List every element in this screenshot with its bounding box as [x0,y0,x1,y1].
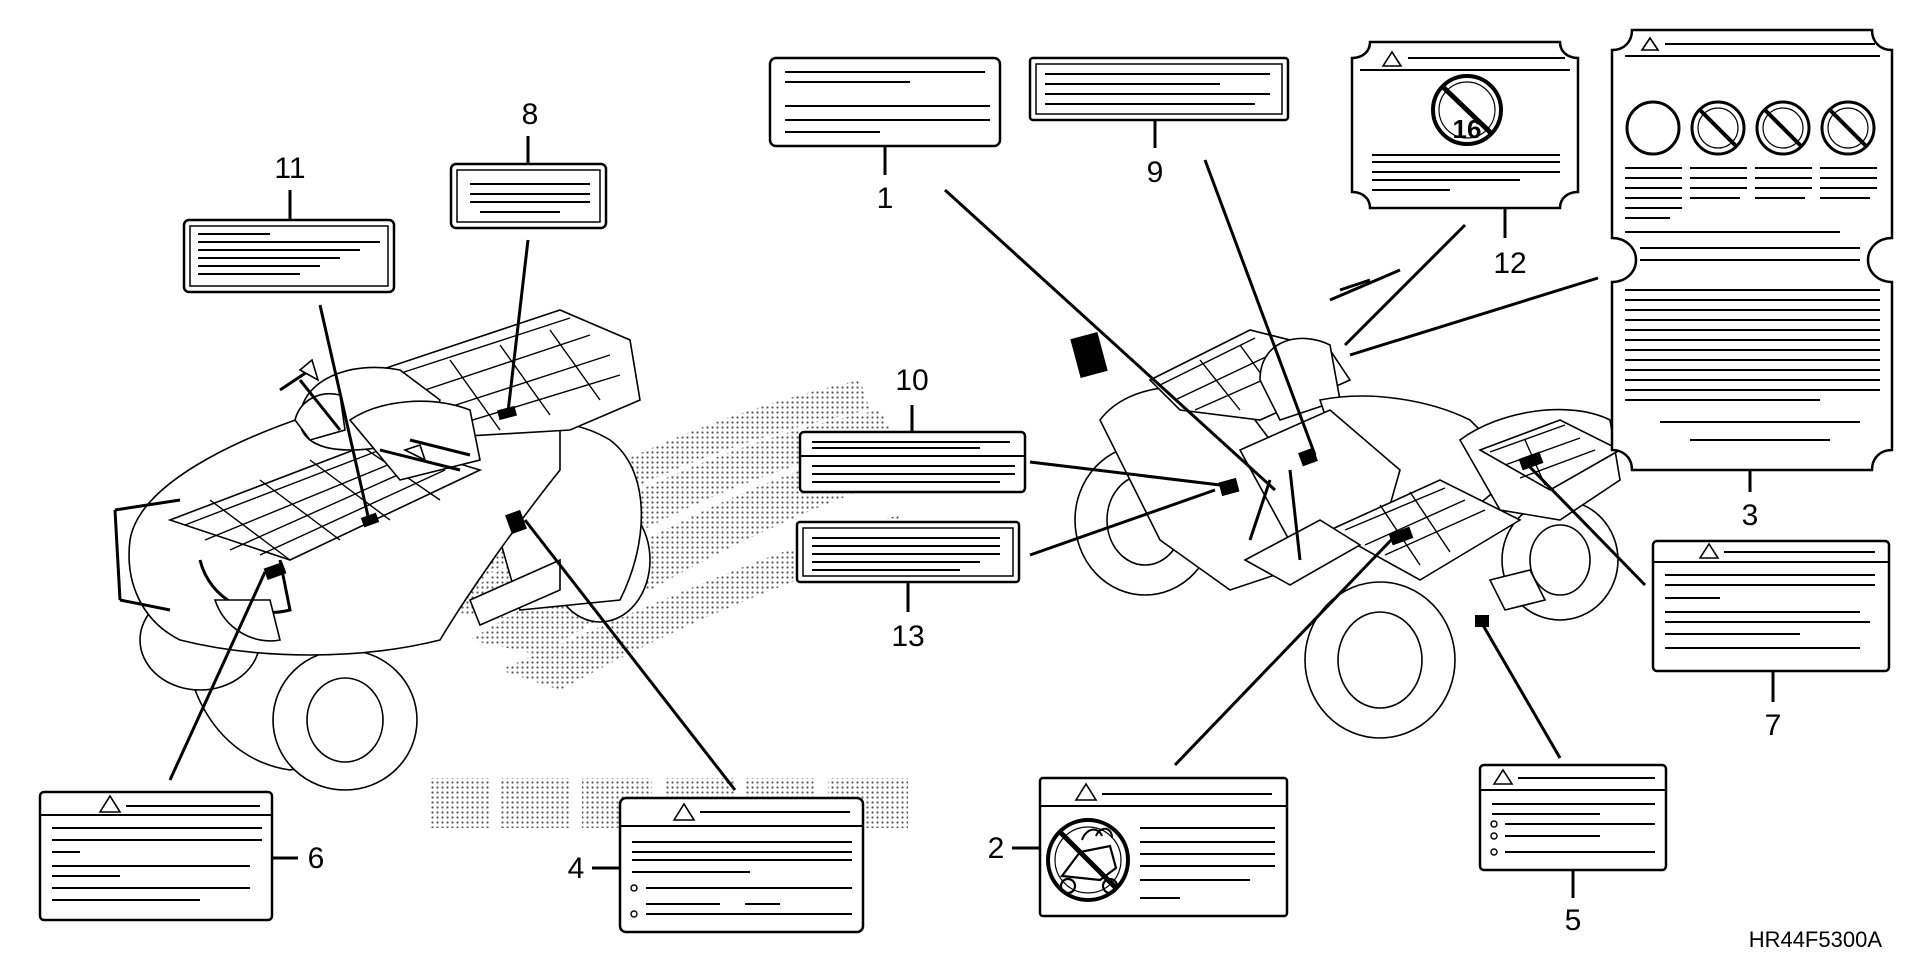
callout-13: 13 [891,620,924,653]
warning-triangle-icon [1074,782,1098,801]
callout-1: 1 [877,182,894,215]
callout-5: 5 [1565,904,1582,937]
warning-triangle-icon [1381,50,1403,67]
leader-lines [168,159,1647,791]
label-2 [1012,776,1289,918]
callout-2: 2 [988,832,1005,865]
bullet-circle-icon [1490,848,1498,856]
bullet-circle-icon [1490,820,1498,828]
prohibition-circle-icon [1690,100,1746,156]
label-3 [1610,28,1894,492]
callout-3: 3 [1742,499,1759,532]
bullet-circle-icon [630,910,638,918]
label-6 [38,790,298,922]
label-8 [449,136,608,230]
callout-8: 8 [522,98,539,131]
warning-triangle-icon [1640,36,1660,51]
warning-triangle-icon [1492,768,1514,785]
label-5 [1478,763,1668,898]
callout-4: 4 [568,852,585,885]
diagram-code: HR44F5300A [1749,927,1883,952]
atv-front-view [113,309,651,791]
label-1 [768,56,1002,175]
callout-7: 7 [1765,709,1782,742]
callout-9: 9 [1147,156,1164,189]
minimum-age-text: 16 [1453,114,1482,144]
atv-rear-view [1070,268,1622,739]
label-7 [1651,539,1891,702]
callout-11: 11 [274,152,305,185]
callout-6: 6 [308,842,325,875]
bullet-circle-icon [1490,832,1498,840]
label-11 [182,190,396,294]
label-12: 16 [1350,40,1580,238]
no-passenger-icon [1046,818,1130,902]
label-10 [798,405,1027,494]
callout-12: 12 [1493,247,1526,280]
prohibition-circle-icon [1431,74,1503,146]
warning-triangle-icon [98,794,122,813]
circle-icon [1625,100,1681,156]
prohibition-circle-icon [1755,100,1811,156]
label-4 [592,796,865,934]
prohibition-circle-icon [1820,100,1876,156]
warning-triangle-icon [1698,542,1720,559]
label-9 [1028,56,1290,148]
bullet-circle-icon [630,884,638,892]
warning-triangle-icon [672,802,696,821]
label-13 [795,520,1021,612]
callout-10: 10 [895,364,928,397]
